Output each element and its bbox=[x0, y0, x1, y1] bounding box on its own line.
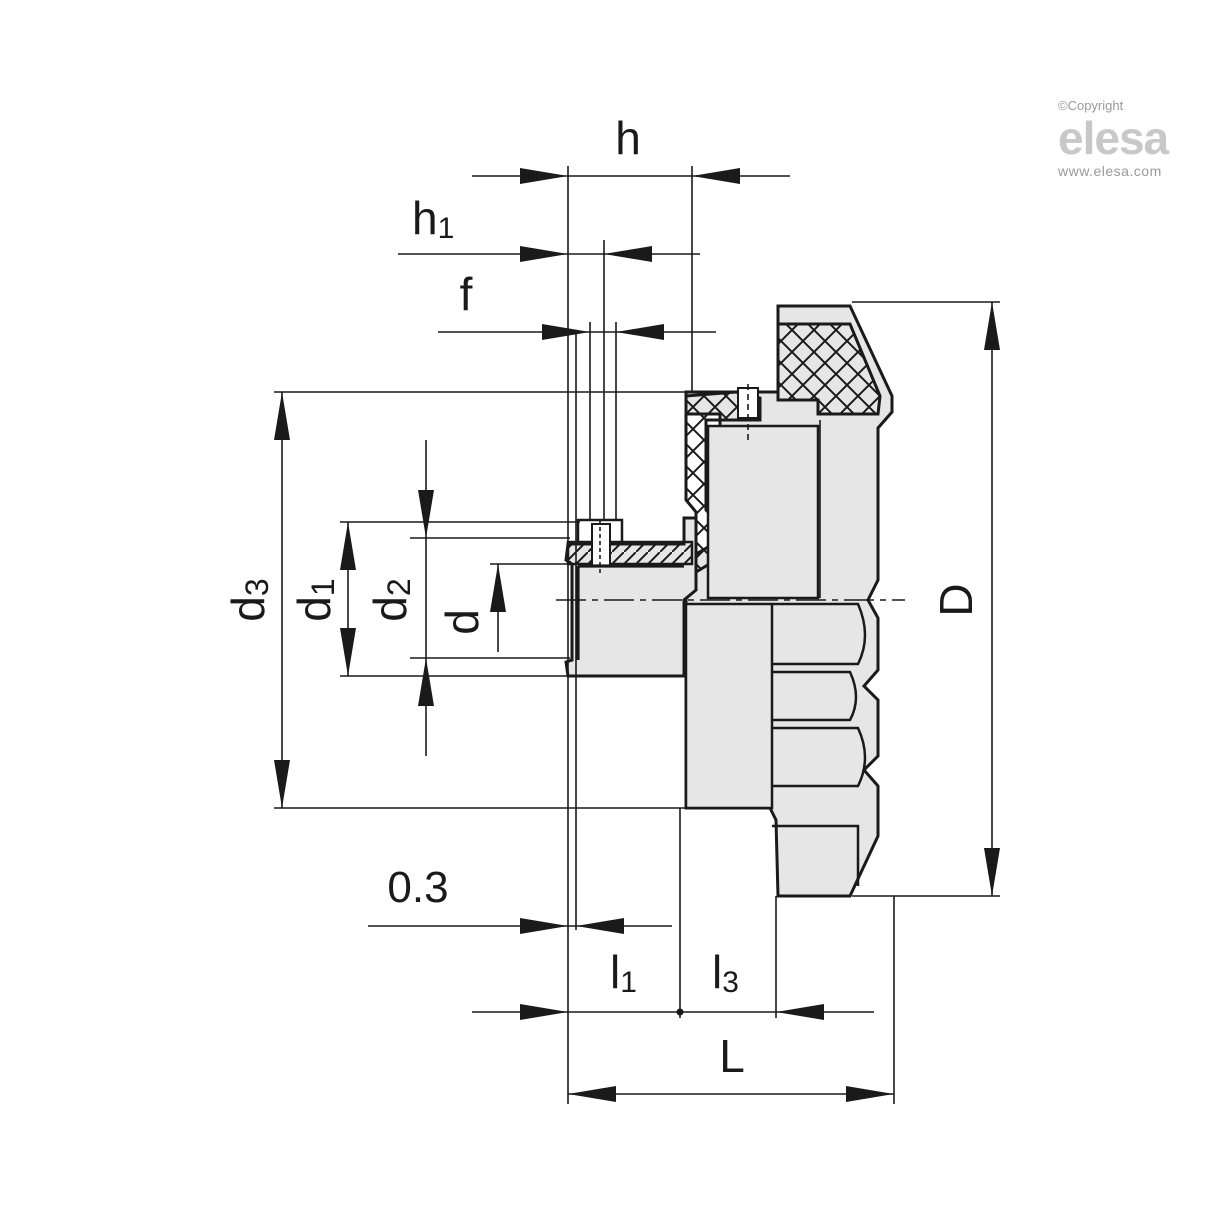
arrow bbox=[604, 246, 652, 262]
label-d2-sub: 2 bbox=[381, 578, 417, 596]
label-l1-sub: 1 bbox=[620, 966, 637, 999]
label-l1: l1 bbox=[610, 946, 637, 999]
lobe-bottom bbox=[772, 824, 860, 886]
lower-body bbox=[684, 602, 774, 810]
label-L: L bbox=[719, 1030, 745, 1082]
label-f: f bbox=[460, 268, 473, 320]
arrow bbox=[520, 168, 568, 184]
dim-dot bbox=[676, 1008, 684, 1016]
knurled-grip bbox=[776, 322, 882, 416]
arrow bbox=[576, 918, 624, 934]
brand-logo-text: elesa bbox=[1058, 112, 1169, 164]
label-d3-base: d bbox=[222, 596, 274, 622]
lobe-upper bbox=[772, 602, 867, 666]
label-l3-sub: 3 bbox=[722, 966, 739, 999]
arrow bbox=[568, 1086, 616, 1102]
inner-body bbox=[706, 424, 820, 600]
arrow bbox=[520, 1004, 568, 1020]
label-d1-base: d bbox=[288, 596, 340, 622]
arrow bbox=[846, 1086, 894, 1102]
elesa-logo: ©Copyright elesa www.elesa.com bbox=[1058, 98, 1208, 179]
arrow bbox=[692, 168, 740, 184]
label-h1-sub: 1 bbox=[438, 212, 455, 245]
copyright-text: ©Copyright bbox=[1058, 98, 1124, 113]
label-h: h bbox=[615, 112, 641, 164]
arrow bbox=[520, 246, 568, 262]
hatched-insert bbox=[566, 540, 694, 566]
label-h1-base: h bbox=[412, 192, 438, 244]
label-d2: d2 bbox=[364, 578, 417, 621]
label-h1: h1 bbox=[412, 192, 454, 245]
label-d3-sub: 3 bbox=[239, 578, 275, 596]
dimension-lines bbox=[274, 166, 1000, 1104]
lobe-lower bbox=[772, 726, 867, 788]
label-clearance: 0.3 bbox=[387, 863, 448, 912]
arrow bbox=[776, 1004, 824, 1020]
set-screw-top bbox=[737, 387, 759, 419]
grub-screw bbox=[591, 523, 611, 567]
label-D: D bbox=[930, 583, 982, 616]
arrow bbox=[418, 490, 434, 538]
label-l1-base: l bbox=[610, 946, 620, 998]
knob-part bbox=[556, 304, 905, 898]
label-d1-sub: 1 bbox=[305, 578, 341, 596]
label-l3: l3 bbox=[712, 946, 739, 999]
arrow bbox=[490, 564, 506, 612]
arrow bbox=[616, 324, 664, 340]
dimension-labels: h h1 f d3 d1 d2 d D 0.3 l1 l3 L bbox=[222, 112, 982, 1082]
arrow bbox=[984, 848, 1000, 896]
arrow bbox=[340, 522, 356, 570]
arrow bbox=[984, 302, 1000, 350]
label-l3-base: l bbox=[712, 946, 722, 998]
arrow bbox=[520, 918, 568, 934]
label-d3: d3 bbox=[222, 578, 275, 621]
brand-url: www.elesa.com bbox=[1058, 163, 1162, 179]
arrow bbox=[274, 760, 290, 808]
arrow bbox=[340, 628, 356, 676]
lobe-middle bbox=[772, 670, 858, 722]
label-d1: d1 bbox=[288, 578, 341, 621]
label-d2-base: d bbox=[364, 596, 416, 622]
arrow bbox=[274, 392, 290, 440]
label-d: d bbox=[436, 609, 488, 635]
arrow bbox=[418, 658, 434, 706]
arrow bbox=[542, 324, 590, 340]
